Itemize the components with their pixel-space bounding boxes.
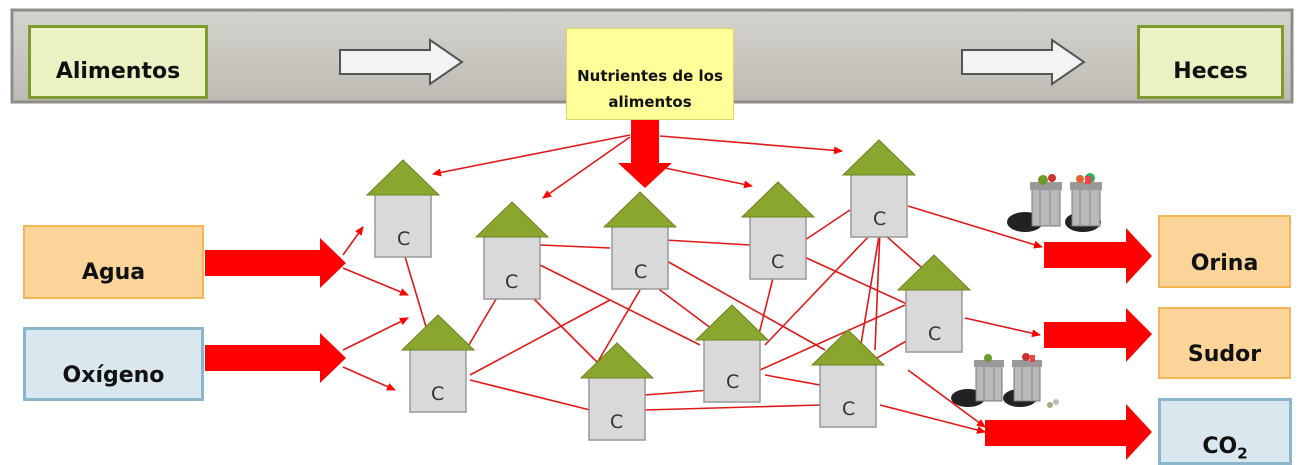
trash-can-icon [1007, 173, 1102, 232]
svg-text:C: C [610, 411, 623, 433]
svg-text:C: C [505, 271, 518, 293]
nutrients-box: Nutrientes de los alimentos [566, 28, 734, 120]
oxygen-input-arrow [205, 333, 346, 383]
house-cell-icon: C [602, 191, 678, 290]
house-cell-icon: C [474, 201, 550, 300]
nutrient-arrows [432, 134, 843, 199]
svg-text:C: C [771, 251, 784, 273]
urine-box: Orina [1158, 215, 1291, 288]
water-input-arrow [205, 238, 346, 288]
output-arrows [879, 205, 1043, 434]
house-cell-icon: C [841, 139, 917, 238]
food-box: Alimentos [28, 25, 208, 99]
house-cell-icon: C [365, 159, 441, 258]
co2-output-arrow [985, 404, 1152, 460]
food-label: Alimentos [55, 59, 181, 84]
hollow-arrow-icon [961, 38, 1086, 86]
feces-box: Heces [1137, 25, 1284, 99]
water-box: Agua [23, 225, 204, 299]
input-arrows [342, 226, 409, 391]
sweat-label: Sudor [1187, 342, 1262, 367]
house-cell-icon: C [579, 342, 655, 441]
house-cell-icon: C [694, 304, 770, 403]
svg-text:C: C [842, 398, 855, 420]
feces-label: Heces [1173, 59, 1248, 84]
co2-label: CO2 [1202, 433, 1248, 462]
svg-text:C: C [873, 208, 886, 230]
sweat-output-arrow [1044, 308, 1152, 362]
svg-text:C: C [431, 383, 444, 405]
urine-label: Orina [1190, 251, 1259, 276]
trash-can-icon [951, 353, 1059, 408]
svg-text:C: C [726, 371, 739, 393]
svg-text:C: C [634, 261, 647, 283]
oxygen-box: Oxígeno [23, 327, 204, 401]
oxygen-label: Oxígeno [62, 363, 165, 388]
nutrients-label: Nutrientes de los alimentos [577, 67, 723, 111]
house-cell-icon: C [400, 314, 476, 413]
house-cell-icon: C [810, 329, 886, 428]
water-label: Agua [81, 260, 146, 285]
nutrients-down-arrow [618, 120, 672, 188]
co2-box: CO2 [1158, 398, 1292, 465]
hollow-arrow-icon [339, 38, 464, 86]
svg-text:C: C [928, 323, 941, 345]
svg-text:C: C [397, 228, 410, 250]
cell-icons: C C C C C [365, 139, 972, 441]
house-cell-icon: C [740, 181, 816, 280]
urine-output-arrow [1044, 228, 1152, 284]
sweat-box: Sudor [1158, 307, 1291, 379]
house-cell-icon: C [896, 254, 972, 353]
